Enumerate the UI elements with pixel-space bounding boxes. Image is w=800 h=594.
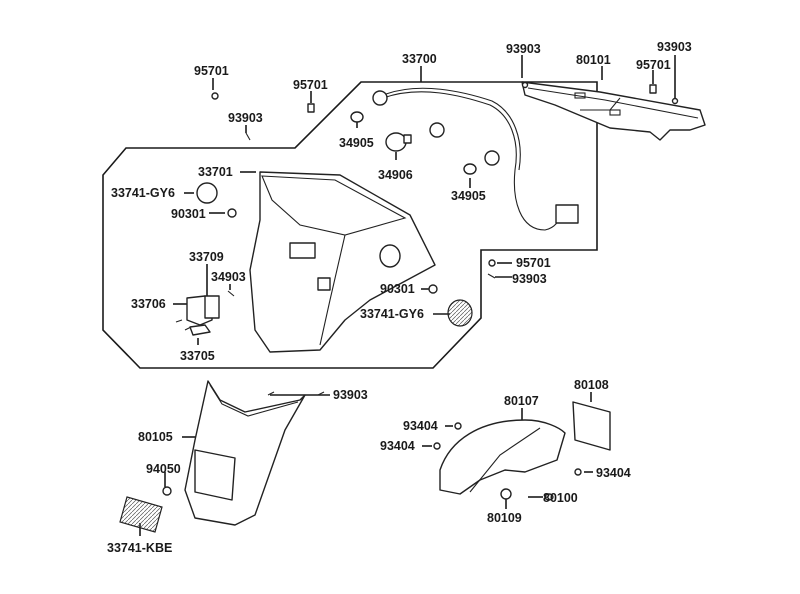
label-33700: 33700 (402, 52, 437, 66)
part-33741-KBE-reflector (119, 496, 163, 533)
label-93404: 93404 (403, 419, 438, 433)
label-34906: 34906 (378, 168, 413, 182)
part-80101-undertray (521, 81, 706, 141)
label-93903: 93903 (506, 42, 541, 56)
part-33706-license-light (186, 295, 220, 336)
label-80105: 80105 (138, 430, 173, 444)
label-93404: 93404 (596, 466, 631, 480)
label-33706: 33706 (131, 297, 166, 311)
part-34906-bulb (385, 132, 412, 152)
label-33741-GY6: 33741-GY6 (111, 186, 175, 200)
label-80107: 80107 (504, 394, 539, 408)
label-80108: 80108 (574, 378, 609, 392)
label-93903: 93903 (333, 388, 368, 402)
label-34903: 34903 (211, 270, 246, 284)
label-95701: 95701 (516, 256, 551, 270)
label-33701: 33701 (198, 165, 233, 179)
part-80107-rear-fender (439, 419, 566, 495)
label-93903: 93903 (512, 272, 547, 286)
label-33741-GY6: 33741-GY6 (360, 307, 424, 321)
label-80101: 80101 (576, 53, 611, 67)
label-95701: 95701 (636, 58, 671, 72)
label-33709: 33709 (189, 250, 224, 264)
label-93404: 93404 (380, 439, 415, 453)
group-boundary (102, 81, 598, 369)
label-80109: 80109 (487, 511, 522, 525)
label-95701: 95701 (293, 78, 328, 92)
label-34905: 34905 (339, 136, 374, 150)
label-33705: 33705 (180, 349, 215, 363)
part-33701-rear-light (249, 171, 436, 353)
label-34905: 34905 (451, 189, 486, 203)
part-33700-wire-harness (372, 87, 579, 231)
label-33741-KBE: 33741-KBE (107, 541, 173, 555)
label-90301: 90301 (171, 207, 206, 221)
label-93903: 93903 (657, 40, 692, 54)
label-94050: 94050 (146, 462, 181, 476)
part-80108-mud-flap (572, 401, 611, 451)
label-80100: 80100 (543, 491, 578, 505)
part-33741-GY6-reflector (196, 182, 473, 327)
part-80105-plate-holder (184, 380, 306, 526)
label-95701: 95701 (194, 64, 229, 78)
label-93903: 93903 (228, 111, 263, 125)
part-34905-bulb (350, 111, 477, 175)
fasteners (162, 81, 679, 501)
label-90301: 90301 (380, 282, 415, 296)
